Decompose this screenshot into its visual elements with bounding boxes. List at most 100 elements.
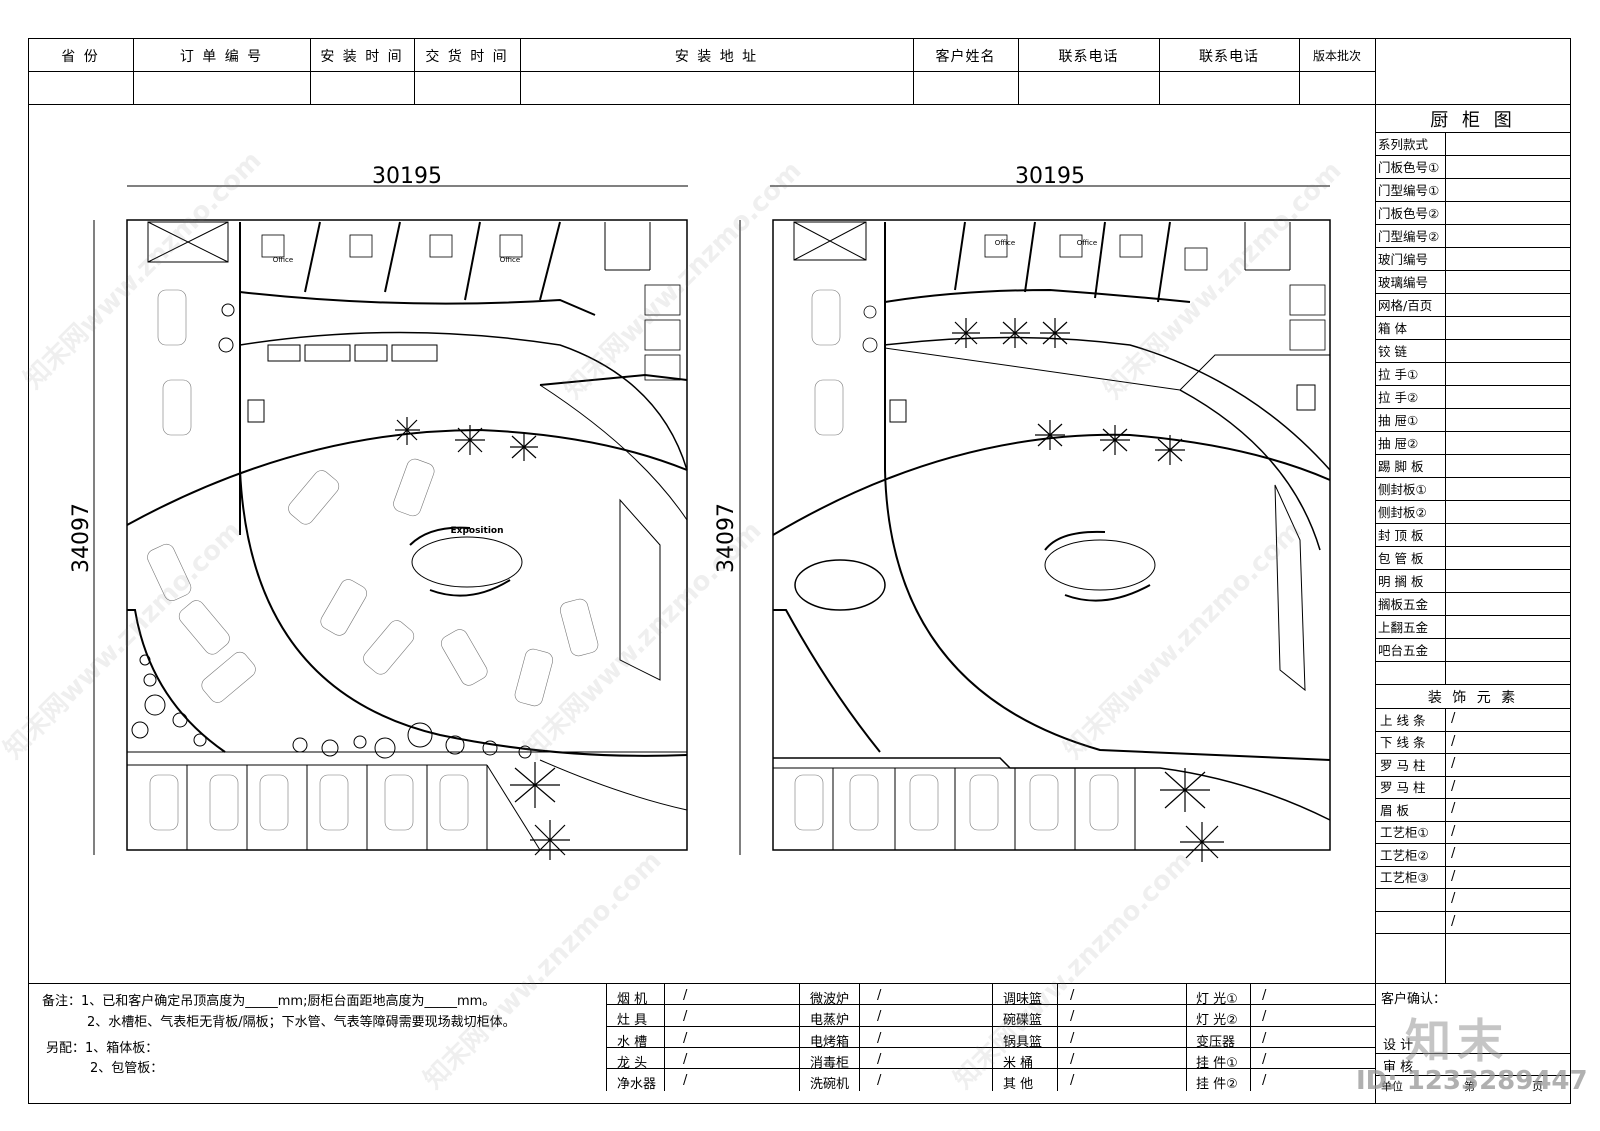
app-sep: [1186, 983, 1187, 1091]
deco-row-label: 下 线 条: [1380, 735, 1426, 751]
appliance-label: 净水器: [617, 1077, 657, 1093]
appliance-row-line: [606, 1068, 1375, 1070]
appliance-label: 碗碟篮: [1003, 1013, 1043, 1029]
side-row-line: [1375, 592, 1571, 593]
appliance-label: 锅具篮: [1003, 1034, 1043, 1050]
side-row-label: 网格/百页: [1378, 298, 1433, 313]
appliance-label: 灯 光②: [1196, 1013, 1238, 1029]
header-sep: [1299, 38, 1300, 104]
deco-row-slash: /: [1451, 846, 1456, 861]
deco-row-label: 工艺柜③: [1380, 870, 1429, 886]
app-sep: [859, 983, 860, 1091]
appliance-slash: /: [1262, 1051, 1267, 1067]
side-row-line: [1375, 155, 1571, 156]
side-row-label: 门型编号①: [1378, 183, 1440, 198]
header-bottom: [28, 104, 1571, 105]
design-label: 设 计: [1383, 1038, 1414, 1053]
deco-row-label: 眉 板: [1380, 802, 1409, 818]
side-row-line: [1375, 546, 1571, 547]
appliance-slash: /: [1070, 988, 1075, 1003]
appliance-slash: /: [683, 1073, 688, 1089]
deco-row-line: [1375, 865, 1571, 867]
header-divider: [28, 71, 1375, 72]
appliance-label: 灶 具: [617, 1013, 648, 1029]
appliance-slash: /: [1070, 1030, 1075, 1046]
appliance-label: 烟 机: [617, 992, 648, 1007]
sign-sep: [1375, 1075, 1571, 1076]
deco-row-label: 工艺柜②: [1380, 847, 1429, 863]
appliance-slash: /: [1070, 1073, 1075, 1089]
page-suffix: 页: [1532, 1080, 1543, 1093]
side-row-label: 侧封板②: [1378, 505, 1427, 520]
dim-width-1: 30195: [372, 164, 442, 189]
appliance-slash: /: [877, 1051, 882, 1067]
app-sep: [992, 983, 993, 1091]
dim-height-2: 34097: [714, 503, 739, 573]
header-sep: [913, 38, 914, 104]
header-phone-1: 联系电话: [1058, 48, 1119, 65]
side-row-label: 明 搁 板: [1378, 574, 1424, 589]
appliance-slash: /: [683, 1030, 688, 1046]
side-row-line: [1375, 454, 1571, 455]
appliance-label: 电烤箱: [810, 1034, 850, 1050]
side-row-label: 门板色号②: [1378, 206, 1440, 221]
appliance-label: 挂 件②: [1196, 1077, 1238, 1093]
appliance-slash: /: [1262, 1030, 1267, 1046]
deco-row-label: 上 线 条: [1380, 712, 1426, 728]
header-sep: [520, 38, 521, 104]
sign-sep: [1375, 1053, 1571, 1054]
appliance-slash: /: [683, 1009, 688, 1025]
dim-height-1: 34097: [69, 503, 94, 573]
appliance-label: 消毒柜: [810, 1055, 850, 1071]
plan-1: [126, 219, 688, 860]
header-phone-2: 联系电话: [1199, 48, 1259, 65]
appliance-label: 变压器: [1196, 1034, 1236, 1050]
side-row-label: 侧封板①: [1378, 482, 1427, 497]
appliance-slash: /: [1262, 1009, 1267, 1025]
deco-row-line: [1375, 798, 1571, 799]
floor-plans: 30195 34097: [69, 164, 1331, 862]
header-province: 省 份: [61, 48, 100, 65]
office-label-1: Office: [273, 256, 293, 264]
deco-row-line: [1375, 910, 1571, 912]
side-row-line: [1375, 201, 1571, 202]
side-row-label: 上翻五金: [1378, 620, 1429, 635]
app-sep: [664, 983, 665, 1091]
header-order-no: 订 单 编 号: [179, 48, 264, 65]
note-line-2: 2、水槽柜、气表柜无背板/隔板；下水管、气表等障碍需要现场裁切柜体。: [87, 1015, 516, 1030]
appliance-slash: /: [877, 988, 882, 1003]
customer-confirm: 客户确认：: [1381, 992, 1447, 1007]
appliance-slash: /: [877, 1073, 882, 1089]
header-sep: [310, 38, 311, 104]
deco-row-label: [1380, 888, 1450, 911]
header-install-address: 安 装 地 址: [674, 48, 759, 65]
side-row-label: 拉 手②: [1378, 390, 1419, 405]
appliance-slash: /: [1070, 1009, 1075, 1025]
side-panel-left: [1375, 38, 1376, 1104]
side-row-line: [1375, 362, 1571, 363]
side-row-label: 吧台五金: [1378, 643, 1429, 658]
deco-row-slash: /: [1451, 891, 1456, 906]
deco-row-line: [1375, 775, 1571, 777]
appliance-row-line: [606, 1025, 1375, 1027]
dim-width-2: 30195: [1015, 164, 1085, 189]
appliance-slash: /: [1262, 1073, 1267, 1089]
exposition-label: Exposition: [451, 526, 504, 536]
side-row-line: [1375, 500, 1571, 501]
side-row-label: 封 顶 板: [1378, 528, 1424, 543]
appliance-slash: /: [683, 1051, 688, 1067]
side-row-label: 门型编号②: [1378, 229, 1440, 244]
header-install-time: 安 装 时 间: [320, 48, 404, 65]
deco-row-line: [1375, 708, 1571, 709]
side-row-label: 玻璃编号: [1378, 275, 1429, 290]
page-label: 第: [1464, 1080, 1475, 1093]
side-row-line: [1375, 661, 1571, 662]
note-line-1: 备注：1、已和客户确定吊顶高度为_____mm;厨柜台面距地高度为_____mm…: [42, 994, 496, 1009]
deco-row-line: [1375, 843, 1571, 844]
deco-row-slash: /: [1451, 756, 1456, 771]
app-sep: [1250, 983, 1251, 1091]
deco-row-slash: /: [1451, 913, 1456, 929]
deco-row-line: [1375, 820, 1571, 822]
side-row-line: [1375, 523, 1571, 524]
deco-col-sep: [1445, 708, 1446, 983]
